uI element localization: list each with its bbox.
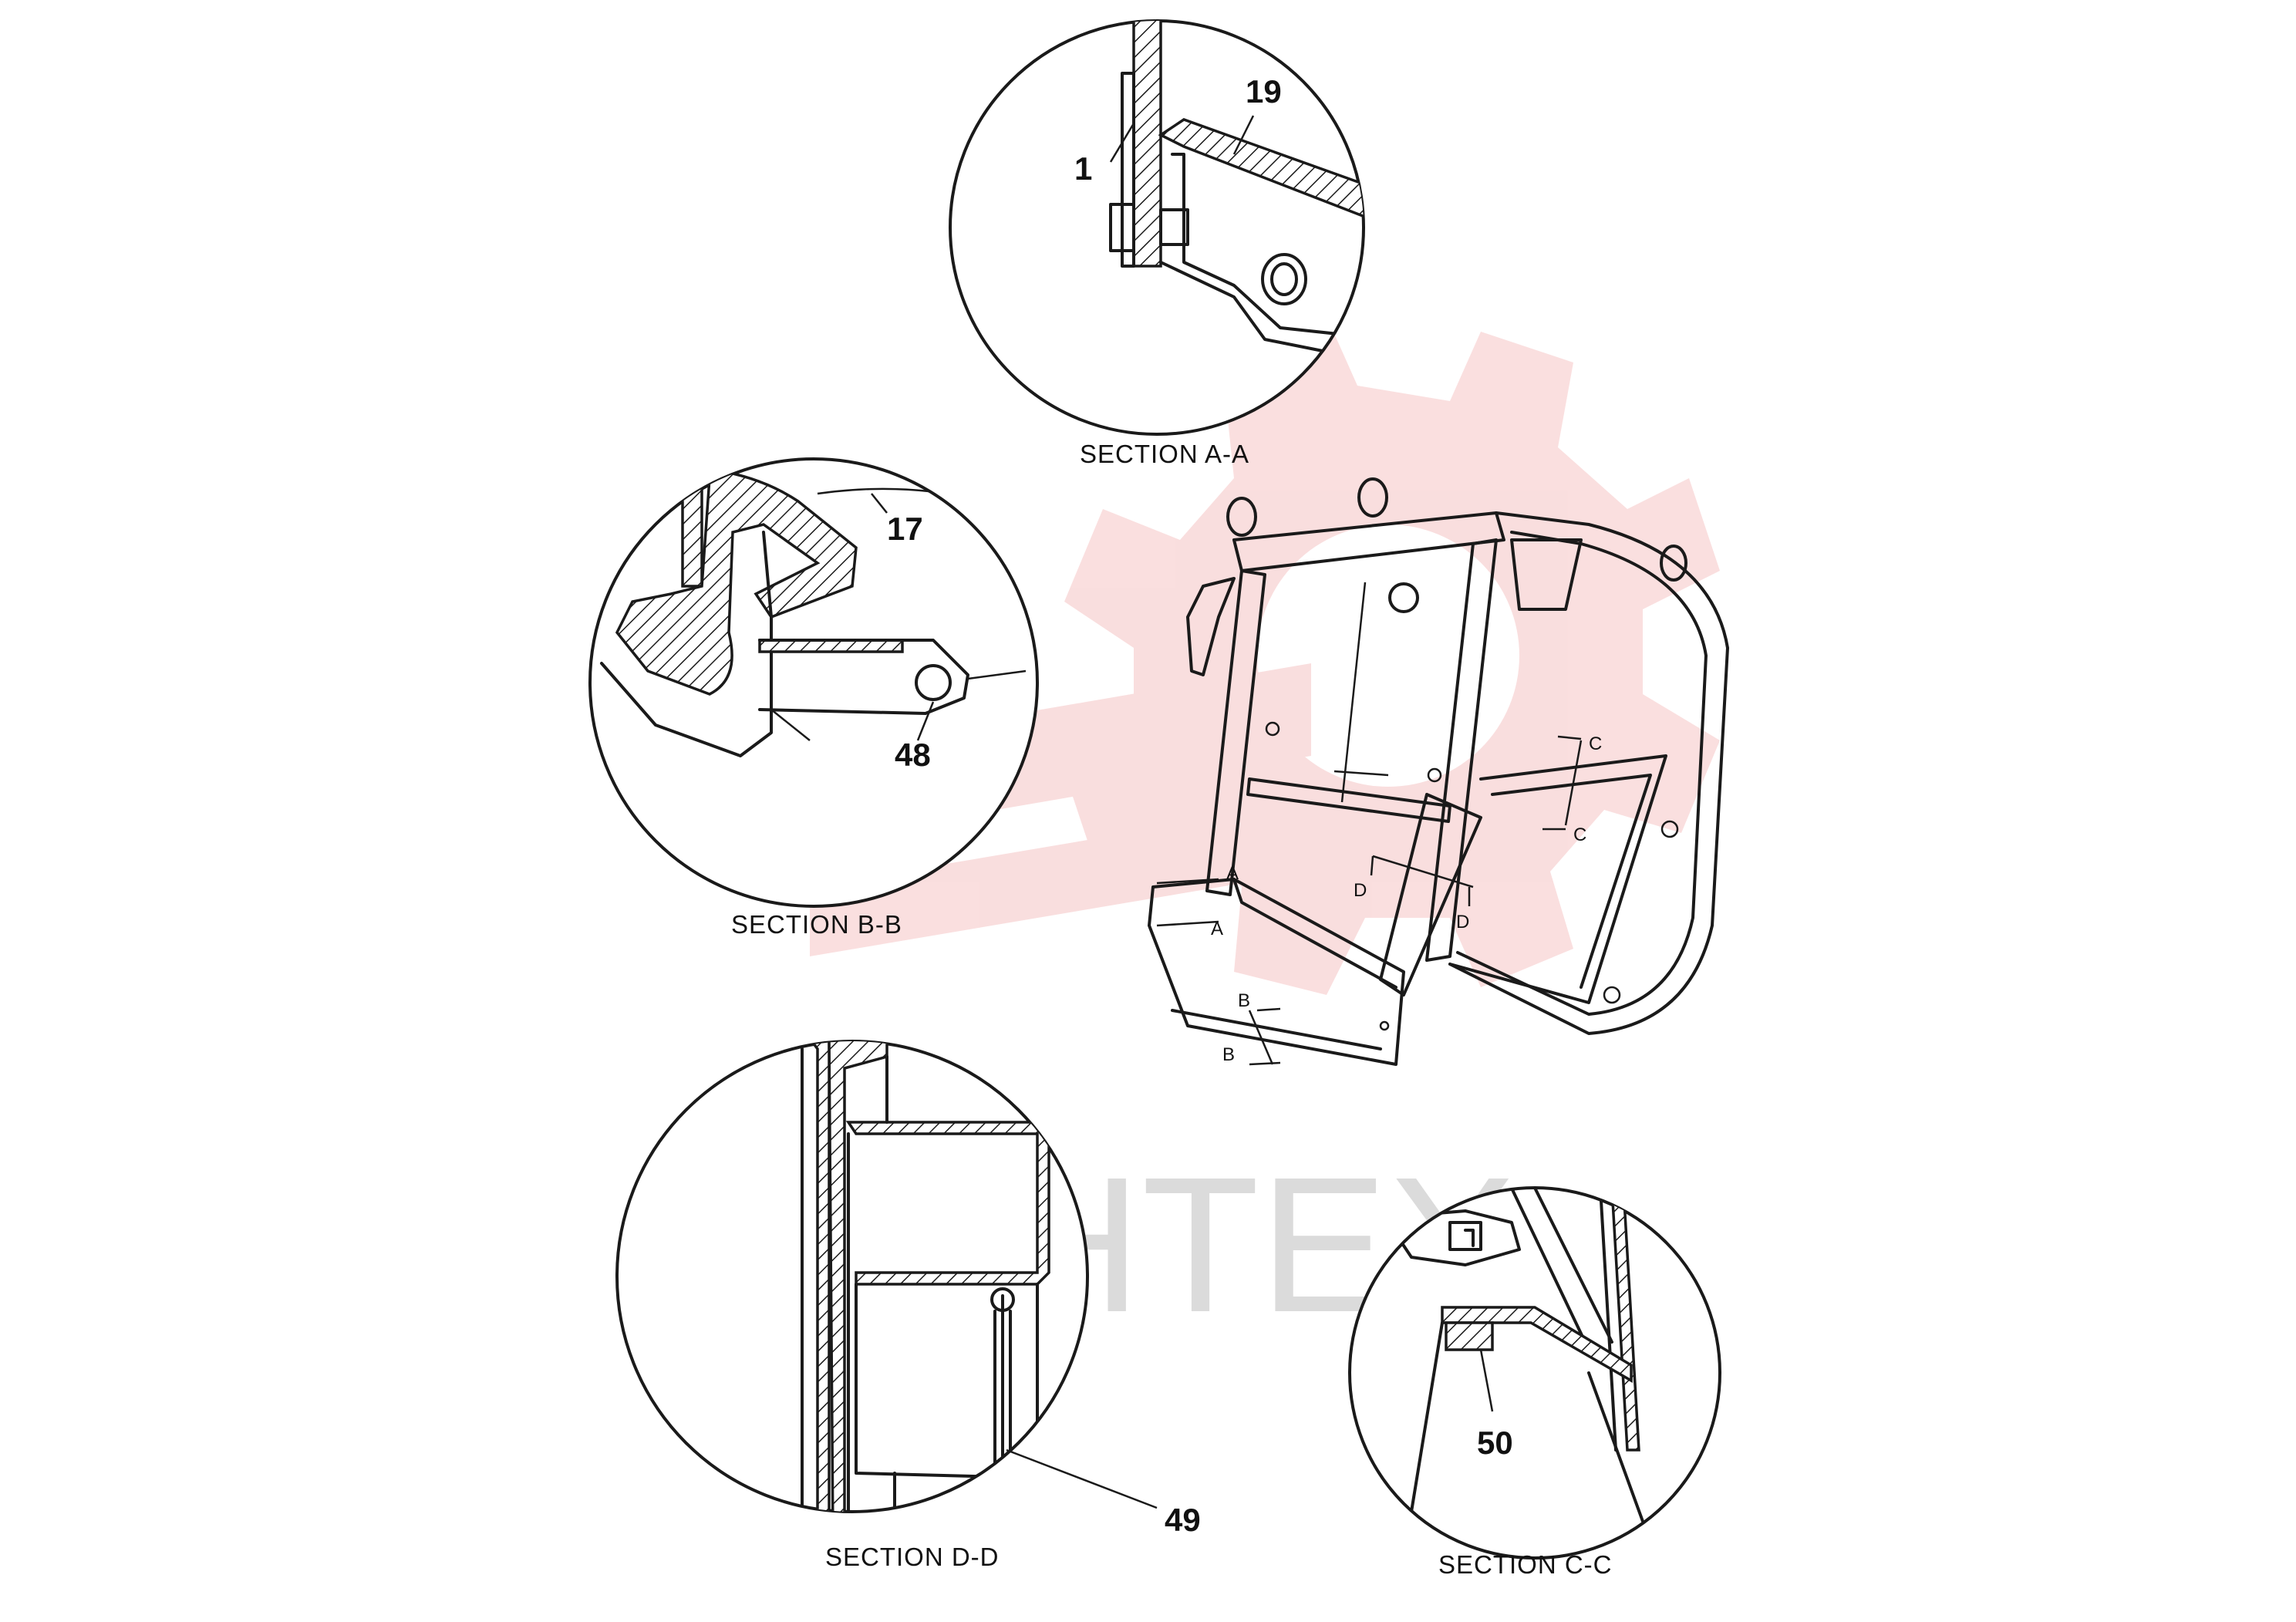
cut-b-top: B — [1238, 990, 1250, 1011]
cab-frame — [1148, 477, 1729, 1066]
cut-markers: A A B B C C D D — [1156, 733, 1602, 1066]
section-aa-detail: 1 19 SECTION A-A — [949, 19, 1365, 468]
frame-mid-bar — [1246, 777, 1451, 823]
frame-diagonal-strut — [1379, 793, 1482, 996]
cut-b-bottom: B — [1222, 1044, 1235, 1065]
section-dd-label: SECTION D-D — [825, 1543, 1000, 1571]
callout-aa-19: 19 — [1246, 73, 1282, 110]
frame-front-pillar-left — [1205, 569, 1266, 896]
rear-window — [1448, 754, 1667, 1004]
cut-a-bottom: A — [1211, 919, 1223, 939]
section-cc-label: SECTION C-C — [1438, 1550, 1613, 1579]
light-right-icon — [1660, 545, 1687, 582]
callout-bb-17: 17 — [887, 511, 923, 547]
frame-top-beam — [1232, 511, 1505, 572]
section-bb-label: SECTION B-B — [731, 910, 902, 939]
cut-d-right: D — [1456, 912, 1469, 932]
callout-aa-1: 1 — [1074, 150, 1092, 187]
blower-unit — [1510, 538, 1583, 611]
blower-fan-icon — [1388, 582, 1419, 613]
callout-bb-48: 48 — [895, 737, 931, 773]
rear-door-frame — [1448, 511, 1729, 1035]
cut-a-top: A — [1226, 863, 1239, 884]
mirror-arm-left — [1186, 577, 1236, 676]
watermark-gear-icon — [1064, 316, 1720, 995]
callout-dd-49: 49 — [1165, 1502, 1201, 1538]
section-aa-label: SECTION A-A — [1080, 440, 1249, 468]
light-left-icon — [1226, 497, 1257, 537]
frame-centre-rod — [1340, 582, 1367, 803]
cut-d-left: D — [1354, 880, 1367, 901]
callout-cc-50: 50 — [1477, 1425, 1513, 1461]
cut-c-top: C — [1589, 733, 1602, 754]
cut-c-bottom: C — [1573, 824, 1586, 845]
section-bb-detail: 17 48 SECTION B-B — [588, 457, 1039, 939]
section-cc-detail: 50 SECTION C-C — [1348, 1186, 1721, 1579]
light-centre-icon — [1357, 477, 1388, 518]
